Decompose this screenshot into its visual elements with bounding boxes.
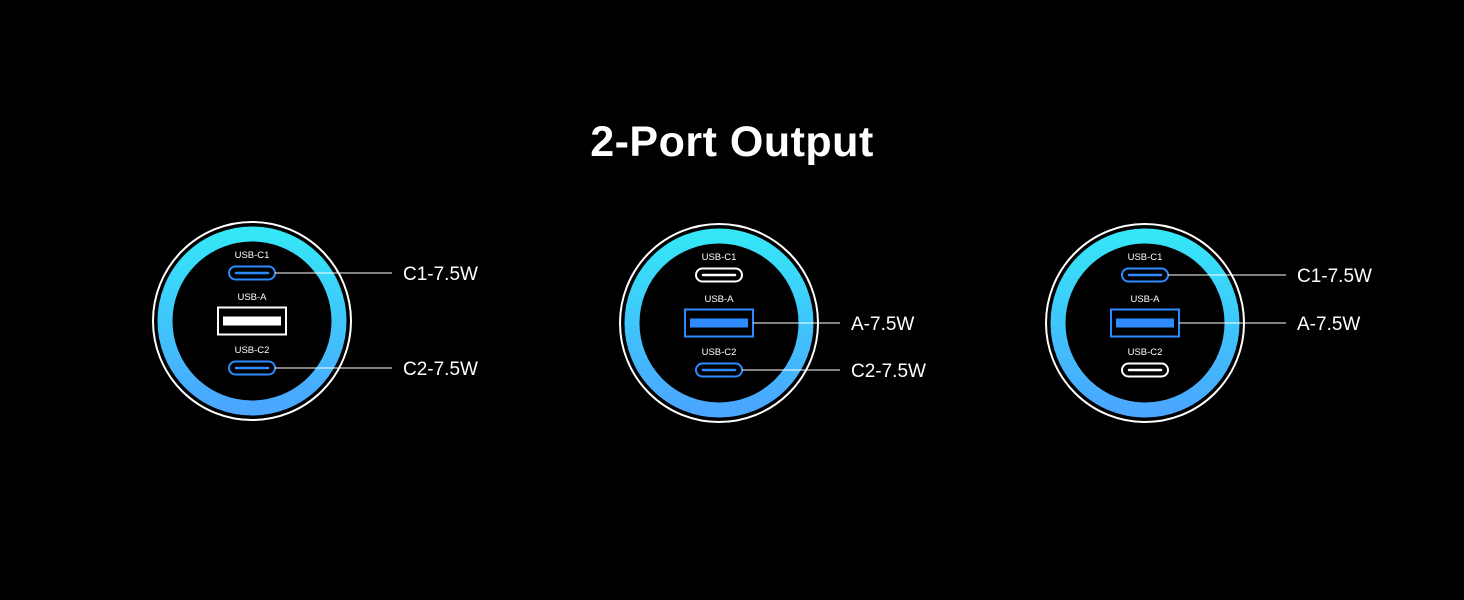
output-label-a: A-7.5W <box>1297 314 1360 335</box>
output-label-c2: C2-7.5W <box>403 359 478 380</box>
charger-glow-ring <box>157 226 347 416</box>
port-label-c1: USB-C1 <box>235 250 270 261</box>
output-label-c1: C1-7.5W <box>403 264 478 285</box>
port-label-c2: USB-C2 <box>1128 347 1163 358</box>
port-label-a: USB-A <box>1130 294 1160 305</box>
usb-a-port-tongue <box>1116 318 1174 328</box>
port-label-c1: USB-C1 <box>1128 252 1163 263</box>
charger-outer-rim <box>152 221 352 421</box>
usb-a-port-icon <box>217 306 287 336</box>
usb-c-port-icon <box>1121 362 1169 378</box>
usb-a-port-tongue <box>223 316 281 326</box>
output-label-c2: C2-7.5W <box>851 361 926 382</box>
port-label-c1: USB-C1 <box>702 252 737 263</box>
port-label-c2: USB-C2 <box>702 347 737 358</box>
page-title: 2-Port Output <box>590 118 874 166</box>
usb-a-port-tongue <box>690 318 748 328</box>
output-label-c1: C1-7.5W <box>1297 266 1372 287</box>
port-label-c2: USB-C2 <box>235 345 270 356</box>
usb-c-port-icon <box>695 267 743 283</box>
port-label-a: USB-A <box>704 294 734 305</box>
output-label-a: A-7.5W <box>851 314 914 335</box>
port-label-a: USB-A <box>237 292 267 303</box>
